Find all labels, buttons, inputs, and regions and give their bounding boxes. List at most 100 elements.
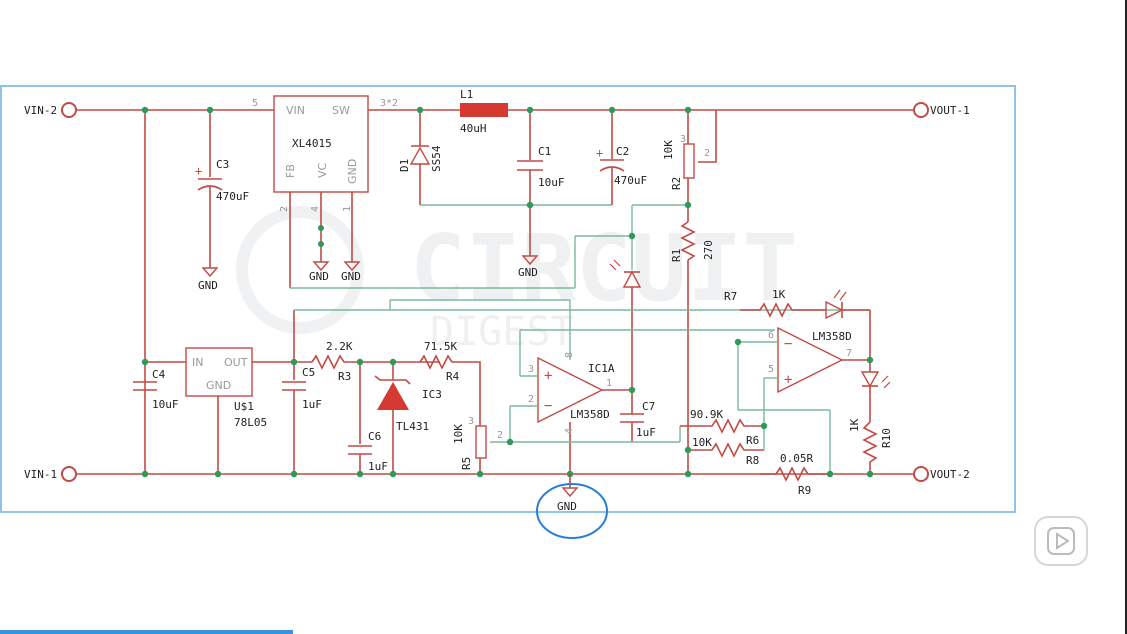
resistor-r1: R1 270 [670, 221, 715, 474]
opamp-b-part: LM358D [812, 330, 852, 343]
play-icon [1047, 527, 1075, 555]
c4-ref: C4 [152, 368, 166, 381]
reg-pin-in: IN [192, 356, 203, 369]
capacitor-c1: C1 10uF GND [517, 110, 565, 279]
c7-value: 1uF [636, 426, 656, 439]
r3-ref: R3 [338, 370, 351, 383]
ic1a-pin-vcc: 8 [564, 352, 575, 358]
ic1a-pin-plus: 3 [528, 364, 534, 375]
led-charge-indicator [609, 259, 642, 392]
reg-pin-gnd: GND [206, 379, 231, 392]
xl4015-pin-gnd: GND [346, 159, 359, 184]
c3-ref: C3 [216, 158, 229, 171]
ic1a-pin-gnd: 4 [564, 428, 575, 434]
c1-gnd: GND [518, 266, 538, 279]
opamp-b-pin-plus: 5 [768, 364, 774, 375]
r5-pin3: 3 [468, 416, 474, 427]
c3-gnd-label: GND [198, 279, 218, 292]
opamp-b-pin-minus: 6 [768, 330, 774, 341]
r7-value: 1K [772, 288, 786, 301]
schematic-frame [0, 85, 1016, 513]
resistor-r3: 2.2K R3 [311, 340, 360, 383]
led-power-indicator [825, 289, 870, 320]
capacitor-c6: C6 1uF [348, 362, 388, 474]
r10-value: 1K [848, 418, 861, 432]
svg-text:+: + [195, 164, 202, 178]
main-gnd-label: GND [557, 500, 577, 513]
port-vout-plus-label: VOUT-1 [930, 104, 970, 117]
ic1a-pin-out: 1 [606, 378, 612, 389]
r2-value: 10K [662, 140, 675, 160]
r10-ref: R10 [880, 428, 893, 448]
xl4015-pin-vin: VIN [286, 104, 305, 117]
port-vin-minus: VIN-1 [24, 466, 77, 482]
port-vin-plus-label: VIN-2 [24, 104, 57, 117]
reg-pin-out: OUT [224, 356, 248, 369]
opamp-b: − + 6 5 7 LM358D [738, 326, 870, 410]
resistor-r9: 0.05R R9 [760, 452, 830, 497]
junction-dots [141, 106, 874, 478]
window-edge [1125, 0, 1127, 634]
c5-ref: C5 [302, 366, 315, 379]
r9-ref: R9 [798, 484, 811, 497]
r8-value: 10K [692, 436, 712, 449]
capacitor-c4: C4 10uF [133, 368, 179, 411]
c6-ref: C6 [368, 430, 381, 443]
ic1a-part: LM358D [570, 408, 610, 421]
c7-ref: C7 [642, 400, 655, 413]
capacitor-c3: + C3 470uF GND [195, 110, 249, 292]
svg-text:−: − [544, 398, 552, 414]
r4-value: 71.5K [424, 340, 457, 353]
xl4015-pinnum-gnd: 1 [342, 206, 353, 212]
ic1a-ref: IC1A [588, 362, 615, 375]
capacitor-c7: C7 1uF [620, 392, 656, 442]
d1-value: SS54 [430, 145, 443, 172]
watermark: CIRCUIT DIGEST [236, 206, 798, 355]
r5-value: 10K [452, 424, 465, 444]
diode-d1: D1 SS54 [398, 110, 612, 206]
ic3-part: TL431 [396, 420, 429, 433]
r6-ref: R6 [746, 434, 759, 447]
c1-ref: C1 [538, 145, 551, 158]
resistor-r10: 1K R10 [848, 418, 893, 474]
opamp-ic1a: + − 3 2 1 8 4 IC1A LM358D [509, 329, 775, 474]
r9-value: 0.05R [780, 452, 813, 465]
r2-pin2: 2 [704, 148, 710, 159]
xl4015-part: XL4015 [292, 137, 332, 150]
c3-value: 470uF [216, 190, 249, 203]
r1-value: 270 [702, 240, 715, 260]
c2-ref: C2 [616, 145, 629, 158]
ic3-ref: IC3 [422, 388, 442, 401]
regulator-78l05: IN OUT GND U$1 78L05 [145, 347, 312, 474]
play-button[interactable] [1034, 516, 1088, 566]
port-vout-minus: VOUT-2 [913, 466, 970, 482]
r1-ref: R1 [670, 249, 683, 262]
xl4015-pinnum-vin: 5 [252, 98, 258, 109]
xl4015-pinnum-sw: 3*2 [380, 98, 398, 109]
xl4015-vc-gnd: GND [309, 270, 329, 283]
xl4015-pinnum-vc: 4 [310, 206, 321, 212]
led-full-indicator [860, 371, 891, 422]
c4-value: 10uF [152, 398, 179, 411]
xl4015-pinnum-fb: 2 [279, 206, 290, 212]
potentiometer-r2: 3 2 10K R2 [662, 110, 717, 222]
r3-value: 2.2K [326, 340, 353, 353]
buck-converter-xl4015: VIN SW XL4015 FB VC GND 5 3*2 2 4 1 GND … [252, 95, 575, 289]
main-ground: GND [536, 474, 608, 539]
c6-value: 1uF [368, 460, 388, 473]
potentiometer-r5: 3 2 10K R5 [452, 416, 510, 474]
capacitor-c5: C5 1uF [282, 309, 870, 474]
video-progress-bar[interactable] [0, 630, 293, 634]
r2-ref: R2 [670, 177, 683, 190]
c2-value: 470uF [614, 174, 647, 187]
reference-tl431: IC3 TL431 [360, 361, 442, 474]
xl4015-gnd-gnd: GND [341, 270, 361, 283]
port-vin-plus: VIN-2 [24, 102, 77, 118]
inductor-l1: L1 40uH [460, 88, 508, 135]
d1-ref: D1 [398, 159, 411, 172]
watermark-line2: DIGEST [430, 309, 575, 355]
port-vin-minus-label: VIN-1 [24, 468, 57, 481]
c1-value: 10uF [538, 176, 565, 189]
svg-text:+: + [596, 146, 603, 160]
l1-value: 40uH [460, 122, 487, 135]
